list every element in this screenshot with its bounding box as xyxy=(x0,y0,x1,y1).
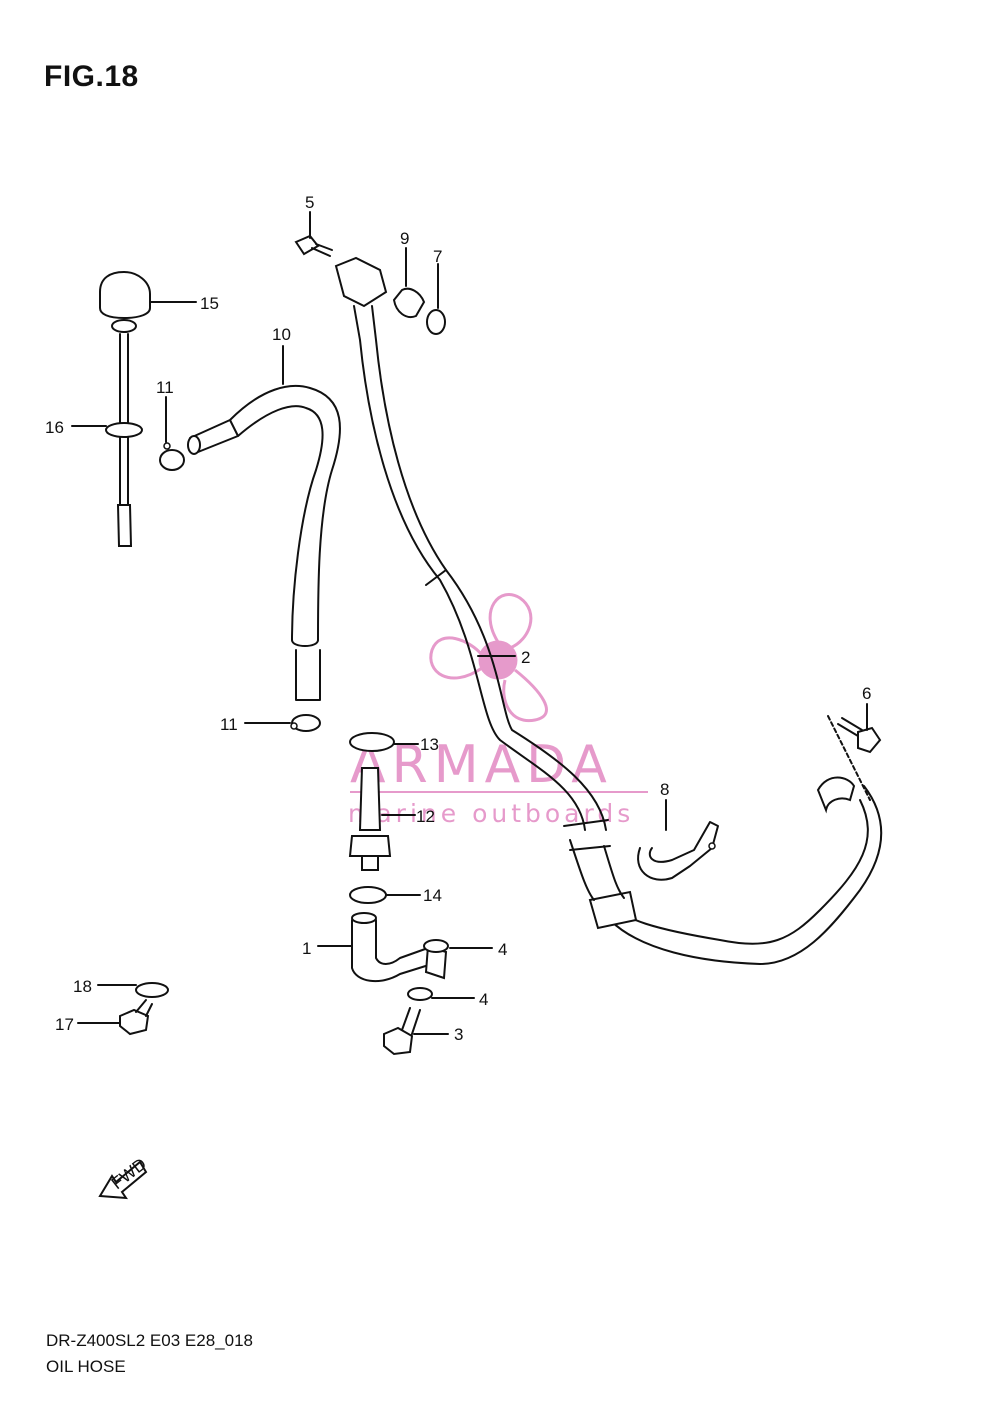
part-4-gasket-lower xyxy=(407,987,433,1001)
callout-12: 12 xyxy=(416,807,435,826)
part-1-elbow-hose xyxy=(351,912,448,983)
callout-2: 2 xyxy=(521,648,530,667)
part-9-bushing xyxy=(392,287,426,318)
part-8-hose-clamp-bracket xyxy=(637,821,719,881)
part-11-hose-clip-lower xyxy=(290,714,321,732)
callout-8: 8 xyxy=(660,780,669,799)
part-12-oil-pressure-switch xyxy=(348,767,392,871)
part-3-union-bolt xyxy=(383,1007,421,1056)
callout-4-upper: 4 xyxy=(498,940,507,959)
callout-1: 1 xyxy=(302,939,311,958)
callout-10: 10 xyxy=(272,325,291,344)
part-10-oil-hose xyxy=(187,384,341,701)
part-11-hose-clip-upper xyxy=(159,442,185,471)
figure-model-code: DR-Z400SL2 E03 E28_018 xyxy=(46,1331,253,1350)
part-17-drain-plug xyxy=(119,999,153,1036)
part-7-o-ring xyxy=(426,309,446,335)
callout-16: 16 xyxy=(45,418,64,437)
figure-name: OIL HOSE xyxy=(46,1357,126,1376)
part-5-union-bolt xyxy=(294,234,333,257)
callout-11-lower: 11 xyxy=(220,715,238,734)
part-16-dipstick xyxy=(105,333,143,547)
part-15-oil-filler-cap xyxy=(99,270,151,333)
callout-5: 5 xyxy=(305,193,314,212)
callout-7: 7 xyxy=(433,247,442,266)
callout-3: 3 xyxy=(454,1025,463,1044)
part-2-oil-pipe-lower-section xyxy=(569,776,883,965)
figure-title: FIG.18 xyxy=(44,60,139,93)
part-4-gasket-upper xyxy=(423,939,449,953)
part-14-hose-clamp xyxy=(349,886,387,904)
callout-15: 15 xyxy=(200,294,219,313)
callout-11-upper: 11 xyxy=(156,378,174,397)
fwd-direction-arrow xyxy=(98,1160,148,1200)
part-18-gasket xyxy=(135,982,169,998)
callout-17: 17 xyxy=(55,1015,74,1034)
callout-4-lower: 4 xyxy=(479,990,488,1009)
callout-13: 13 xyxy=(420,735,439,754)
callout-9: 9 xyxy=(400,229,409,248)
part-2-oil-pipe xyxy=(334,256,611,851)
part-13-gasket xyxy=(349,732,395,752)
callout-18: 18 xyxy=(73,977,92,996)
watermark-tagline: marine outboards xyxy=(348,799,634,828)
callout-14: 14 xyxy=(423,886,442,905)
callout-6: 6 xyxy=(862,684,871,703)
